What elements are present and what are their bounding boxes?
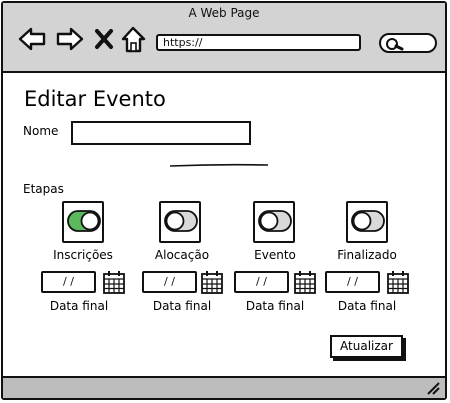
name-input[interactable]: [71, 121, 251, 145]
calendar-icon[interactable]: [294, 270, 316, 294]
calendar-icon[interactable]: [201, 270, 223, 294]
search-icon: [386, 38, 404, 51]
date-caption-alocacao: Data final: [152, 299, 212, 313]
stage-label-finalizado: Finalizado: [337, 248, 397, 262]
forward-arrow-icon: [56, 27, 84, 51]
toggle-off-icon: [351, 210, 385, 232]
date-input-inscricoes[interactable]: / /: [41, 271, 96, 293]
stage-toggle-finalizado[interactable]: [346, 201, 388, 243]
name-label: Nome: [23, 124, 59, 138]
date-input-alocacao[interactable]: / /: [142, 271, 197, 293]
date-input-evento[interactable]: / /: [234, 271, 289, 293]
back-arrow-icon: [18, 27, 46, 51]
window-title: A Web Page: [188, 6, 260, 20]
status-bar: [3, 376, 445, 398]
date-caption-evento: Data final: [245, 299, 305, 313]
back-button[interactable]: [17, 23, 49, 55]
home-icon: [121, 26, 146, 53]
stop-button[interactable]: [91, 23, 123, 55]
stage-toggle-evento[interactable]: [253, 201, 295, 243]
close-x-icon: [95, 29, 113, 49]
toggle-off-icon: [258, 210, 292, 232]
calendar-icon[interactable]: [103, 270, 125, 294]
page-title: Editar Evento: [24, 87, 166, 111]
resize-grip-icon[interactable]: [426, 381, 440, 395]
date-caption-finalizado: Data final: [337, 299, 397, 313]
calendar-icon[interactable]: [387, 270, 409, 294]
forward-button[interactable]: [53, 23, 85, 55]
stage-toggle-inscricoes[interactable]: [62, 201, 104, 243]
browser-chrome: A Web Page https://: [3, 3, 445, 73]
url-bar[interactable]: https://: [156, 34, 361, 51]
stage-label-evento: Evento: [254, 248, 296, 262]
update-button[interactable]: Atualizar: [330, 335, 403, 358]
stage-label-inscricoes: Inscrições: [53, 248, 113, 262]
date-caption-inscricoes: Data final: [49, 299, 109, 313]
toggle-on-icon: [67, 210, 101, 232]
browser-search-field[interactable]: [379, 33, 437, 53]
date-input-finalizado[interactable]: / /: [325, 271, 380, 293]
divider-line: [169, 163, 269, 167]
stage-label-alocacao: Alocação: [154, 248, 210, 262]
stage-toggle-alocacao[interactable]: [159, 201, 201, 243]
toggle-off-icon: [164, 210, 198, 232]
home-button[interactable]: [119, 23, 151, 55]
stages-label: Etapas: [23, 182, 64, 196]
